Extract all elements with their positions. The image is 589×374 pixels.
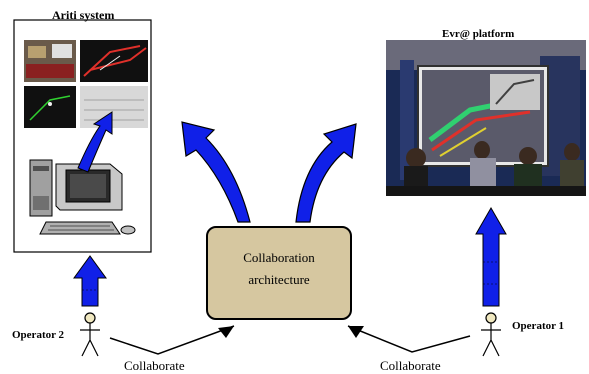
evr-platform-title: Evr@ platform	[442, 28, 515, 40]
operator-1-label: Operator 1	[512, 320, 565, 332]
collaborate-label-right: Collaborate	[380, 358, 441, 373]
ariti-system-title: Ariti system	[52, 8, 115, 22]
operator2-up-arrow	[73, 255, 107, 307]
computer-to-screens-arrow	[77, 111, 113, 173]
arrow-to-evr-platform	[295, 123, 357, 223]
operator1-figure-icon	[481, 312, 501, 357]
collaborate-arrow-right	[347, 325, 471, 353]
collaborate-label-left: Collaborate	[124, 358, 185, 373]
arrow-to-ariti-system	[181, 121, 251, 223]
operator-2-label: Operator 2	[12, 329, 65, 341]
architecture-label-line2: architecture	[248, 272, 310, 287]
operator1-up-arrow	[475, 206, 507, 307]
architecture-label-line1: Collaboration	[243, 250, 315, 265]
collaborate-arrow-left	[109, 325, 235, 355]
ariti-screenshot-grid	[24, 40, 148, 128]
collaboration-architecture-box: Collaboration architecture	[206, 226, 352, 320]
evr-platform-photo	[386, 40, 586, 196]
operator2-figure-icon	[80, 312, 100, 357]
computer-icon	[29, 159, 136, 235]
